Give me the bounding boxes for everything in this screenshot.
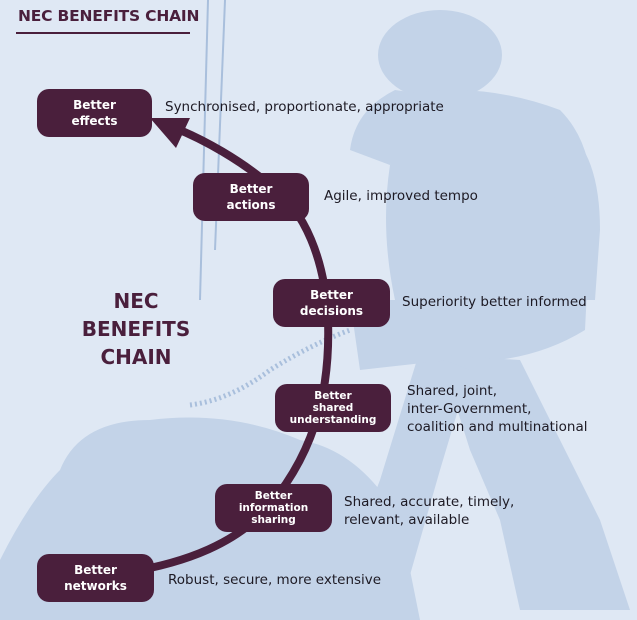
node-better-information-sharing: Better information sharing xyxy=(215,484,332,532)
center-title-line: CHAIN xyxy=(100,345,172,369)
description-line: Shared, joint, xyxy=(407,383,498,399)
center-title: NEC BENEFITS CHAIN xyxy=(66,287,206,371)
description-line: Superiority better informed xyxy=(402,294,587,310)
node-label: Better xyxy=(310,288,353,302)
description-line: Synchronised, proportionate, appropriate xyxy=(165,99,444,115)
description-line: inter-Government, xyxy=(407,401,532,417)
description-information-sharing: Shared, accurate, timely, relevant, avai… xyxy=(344,493,514,529)
center-title-line: NEC xyxy=(113,289,159,313)
node-label: Better xyxy=(254,490,293,502)
node-label: actions xyxy=(226,198,276,212)
node-better-decisions: Better decisions xyxy=(273,279,390,327)
description-line: Shared, accurate, timely, xyxy=(344,494,515,510)
chain-connector xyxy=(104,124,333,579)
node-label: Better xyxy=(73,98,116,112)
description-effects: Synchronised, proportionate, appropriate xyxy=(165,98,444,116)
node-better-networks: Better networks xyxy=(37,554,154,602)
node-label: sharing xyxy=(251,514,296,526)
node-better-effects: Better effects xyxy=(37,89,152,137)
description-decisions: Superiority better informed xyxy=(402,293,587,311)
node-label: shared xyxy=(312,402,354,414)
node-better-shared-understanding: Better shared understanding xyxy=(275,384,391,432)
center-title-line: BENEFITS xyxy=(81,317,191,341)
node-better-actions: Better actions xyxy=(193,173,309,221)
node-label: Better xyxy=(314,390,352,402)
description-line: Robust, secure, more extensive xyxy=(168,572,382,588)
arrow-head-icon xyxy=(150,118,190,148)
node-label: effects xyxy=(71,114,118,128)
description-shared-understanding: Shared, joint, inter-Government, coaliti… xyxy=(407,382,588,436)
description-line: Agile, improved tempo xyxy=(324,188,478,204)
node-label: Better xyxy=(74,563,117,577)
description-line: coalition and multinational xyxy=(407,419,588,435)
heading-underline xyxy=(16,32,190,34)
description-line: relevant, available xyxy=(344,512,470,528)
node-label: information xyxy=(238,502,309,514)
node-label: decisions xyxy=(299,304,364,318)
description-actions: Agile, improved tempo xyxy=(324,187,478,205)
diagram-heading: NEC BENEFITS CHAIN xyxy=(18,7,200,25)
node-label: understanding xyxy=(289,414,377,426)
node-label: Better xyxy=(229,182,273,196)
description-networks: Robust, secure, more extensive xyxy=(168,571,381,589)
node-label: networks xyxy=(64,579,127,593)
